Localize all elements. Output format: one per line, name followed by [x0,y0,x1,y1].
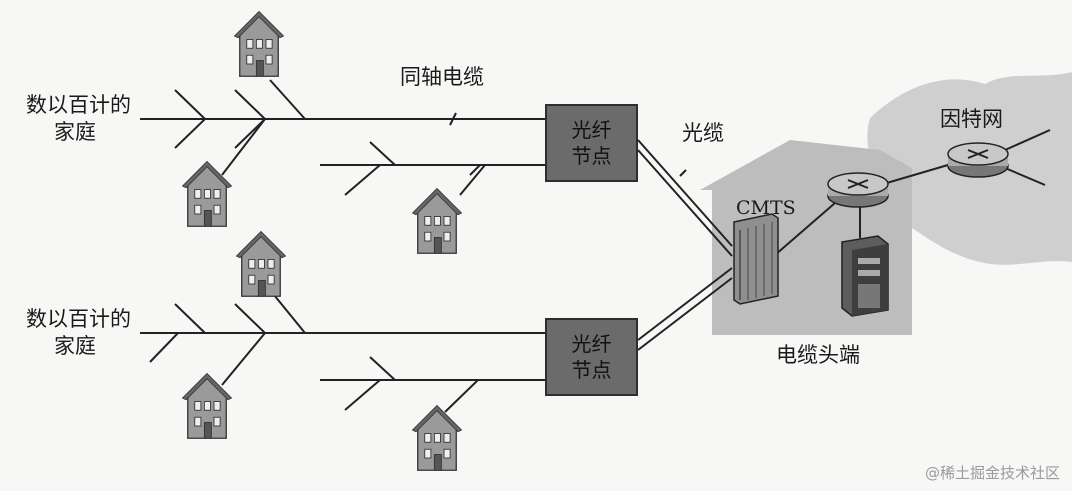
fiber-label: 光缆 [682,121,724,145]
fiber-node-top: 光纤 节点 [545,104,638,182]
house-icon [235,230,287,297]
cmts-rack-icon [733,213,779,305]
fiber-node-top-line2: 节点 [571,144,612,168]
cmts-label: CMTS [736,197,796,219]
router-icon [947,142,1009,178]
homes-label-top: 数以百计的 家庭 [26,93,131,144]
router-icon [827,172,889,208]
server-icon [841,235,889,317]
fiber-node-top-line1: 光纤 [571,118,612,142]
house-icon [411,404,463,471]
fiber-node-bottom: 光纤 节点 [545,318,638,396]
fiber-node-bottom-line2: 节点 [571,358,612,382]
homes-label-bottom: 数以百计的 家庭 [26,307,131,358]
fiber-cables [637,139,733,351]
watermark: @稀土掘金技术社区 [924,464,1060,482]
fiber-node-bottom-line1: 光纤 [571,332,612,356]
internet-label: 因特网 [940,107,1003,131]
coax-tree-bottom [140,289,545,413]
coax-tree-top [140,79,545,196]
headend-label: 电缆头端 [776,343,860,367]
house-icon [411,187,463,254]
house-icon [233,10,285,77]
coax-label: 同轴电缆 [400,65,484,89]
